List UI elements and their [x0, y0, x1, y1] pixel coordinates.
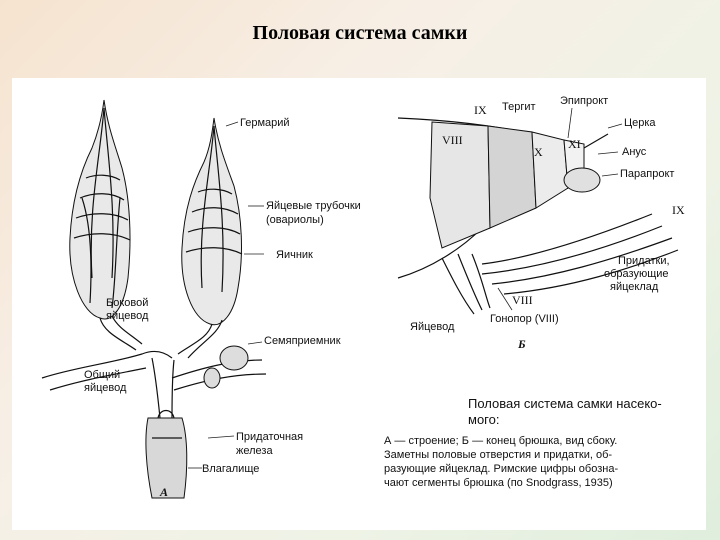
label-germarium: Гермарий — [240, 117, 290, 129]
caption-body-line: А — строение; Б — конец брюшка, вид сбок… — [384, 435, 618, 447]
label-common-oviduct-2: яйцевод — [84, 382, 127, 394]
left-ovary — [69, 99, 131, 320]
label-epiproct: Эпипрокт — [560, 95, 608, 107]
label-gonopore: Гонопор (VIII) — [490, 313, 559, 325]
label-appendages-1: Придатки, — [618, 255, 670, 267]
label-tergite: Тергит — [502, 101, 536, 113]
segment-ix — [487, 125, 537, 229]
caption-title: Половая система самки насеко- мого: — [468, 396, 694, 428]
figure-panel: Гермарий Яйцевые трубочки (овариолы) Яич… — [12, 78, 706, 530]
label-ovarioles-2: (овариолы) — [266, 214, 324, 226]
right-ovary — [181, 117, 242, 326]
label-lateral-oviduct-1: Боковой — [106, 297, 148, 309]
roman-viii-top: VIII — [442, 133, 463, 147]
label-lateral-oviduct-2: яйцевод — [106, 310, 149, 322]
caption-body-line: чают сегменты брюшка (по Snodgrass, 1935… — [384, 477, 613, 489]
panel-b-letter: Б — [517, 337, 526, 351]
roman-viii-bottom: VIII — [512, 293, 533, 307]
roman-ix-top: IX — [474, 103, 487, 117]
label-cercus: Церка — [624, 117, 656, 129]
label-anus: Анус — [622, 146, 647, 158]
label-accessory-gland-2: железа — [236, 445, 273, 457]
label-appendages-3: яйцеклад — [610, 281, 659, 293]
label-spermatheca: Семяприемник — [264, 335, 341, 347]
caption-title-line-2: мого: — [468, 412, 500, 427]
segment-x — [531, 131, 569, 209]
roman-x: X — [534, 145, 543, 159]
spermatheca-shape — [219, 345, 249, 371]
caption-body-line: Заметны половые отверстия и придатки, об… — [384, 449, 613, 461]
paraproct-shape — [563, 167, 601, 193]
figure-drawing: Гермарий Яйцевые трубочки (овариолы) Яич… — [41, 95, 685, 499]
label-appendages-2: образующие — [604, 268, 669, 280]
ovipositor-shape — [481, 213, 653, 265]
panel-b-drawing — [397, 117, 679, 315]
label-oviduct: Яйцевод — [410, 321, 455, 333]
roman-ix-right: IX — [672, 203, 685, 217]
panel-a-drawing — [41, 99, 267, 499]
caption-body-line: разующие яйцеклад. Римские цифры обозна- — [384, 463, 619, 475]
label-ovarioles-1: Яйцевые трубочки — [266, 200, 361, 212]
panel-a-letter: А — [159, 485, 168, 499]
label-accessory-gland-1: Придаточная — [236, 431, 303, 443]
label-paraproct: Парапрокт — [620, 168, 674, 180]
panel-b-labels: IX Тергит Эпипрокт VIII X XI Церка Анус … — [410, 95, 685, 351]
slide-title: Половая система самки — [252, 22, 468, 44]
figure-caption: Половая система самки насеко- мого: А — … — [384, 396, 694, 490]
caption-title-line-1: Половая система самки насеко- — [468, 396, 662, 411]
panel-a-labels: Гермарий Яйцевые трубочки (овариолы) Яич… — [84, 117, 361, 499]
roman-xi: XI — [568, 137, 581, 151]
segment-viii — [429, 121, 491, 249]
label-ovary: Яичник — [276, 249, 313, 261]
caption-body: А — строение; Б — конец брюшка, вид сбок… — [384, 434, 694, 490]
label-vagina: Влагалище — [202, 463, 259, 475]
label-common-oviduct-1: Общий — [84, 369, 120, 381]
